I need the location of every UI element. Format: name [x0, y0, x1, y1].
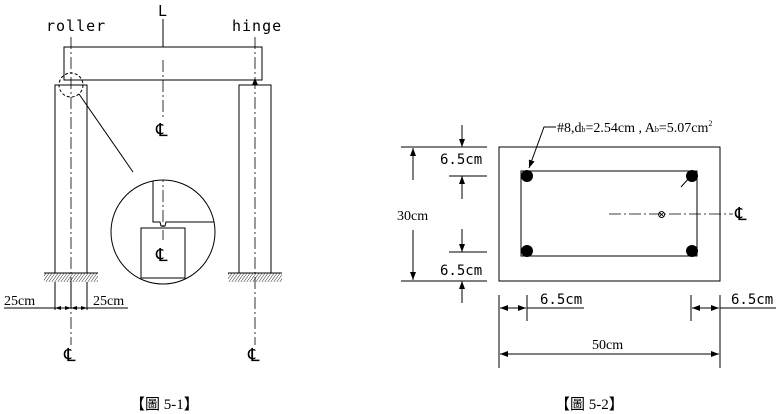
rebar-spec-label: #8,db=2.54cm , Ab=5.07cm2 — [557, 119, 712, 136]
left-ground-hatch — [44, 273, 98, 282]
figure-5-1-caption: 【圖 5-1】 — [130, 396, 199, 413]
cover-top-dimension: 6.5cm — [440, 152, 482, 168]
right-ground-hatch — [228, 273, 282, 282]
left-bottom-centerline-symbol: ℄ — [63, 345, 76, 365]
section-centerline-symbol: ℄ — [734, 204, 747, 224]
dim-left-25cm: 25cm — [4, 294, 35, 309]
detail-leader-line — [78, 93, 134, 173]
rebar-top-left — [521, 170, 533, 182]
hinge-label: hinge — [232, 17, 282, 35]
rebar-bottom-right — [686, 245, 698, 257]
width-dimension: 50cm — [592, 338, 623, 353]
detail-centerline-symbol: ℄ — [155, 245, 168, 265]
figure-5-1-frame: L roller hinge ℄ ℄ ℄ ℄ 25cm 25c — [4, 2, 282, 413]
rebar-top-right — [686, 170, 698, 182]
figure-5-2-caption: 【圖 5-2】 — [555, 396, 624, 413]
roller-detail — [140, 180, 215, 279]
cover-left-dimension: 6.5cm — [540, 292, 582, 308]
figure-5-2-frame: #8,db=2.54cm , Ab=5.07cm2 30cm 6.5cm 6.5… — [397, 119, 776, 413]
roller-label: roller — [46, 17, 106, 35]
rebar-leader — [528, 126, 556, 169]
stirrup — [520, 170, 698, 257]
rebar-bottom-left — [521, 245, 533, 257]
mid-centerline-symbol: ℄ — [155, 120, 168, 140]
cover-bottom-dimension: 6.5cm — [440, 263, 482, 279]
dim-right-25cm: 25cm — [93, 294, 124, 309]
centroid-symbol: ⊗ — [657, 209, 666, 221]
roller-detail-marker — [58, 72, 84, 98]
cover-right-dimension: 6.5cm — [731, 292, 773, 308]
height-dimension: 30cm — [397, 209, 428, 224]
span-label: L — [158, 2, 167, 20]
right-bottom-centerline-symbol: ℄ — [247, 345, 260, 365]
